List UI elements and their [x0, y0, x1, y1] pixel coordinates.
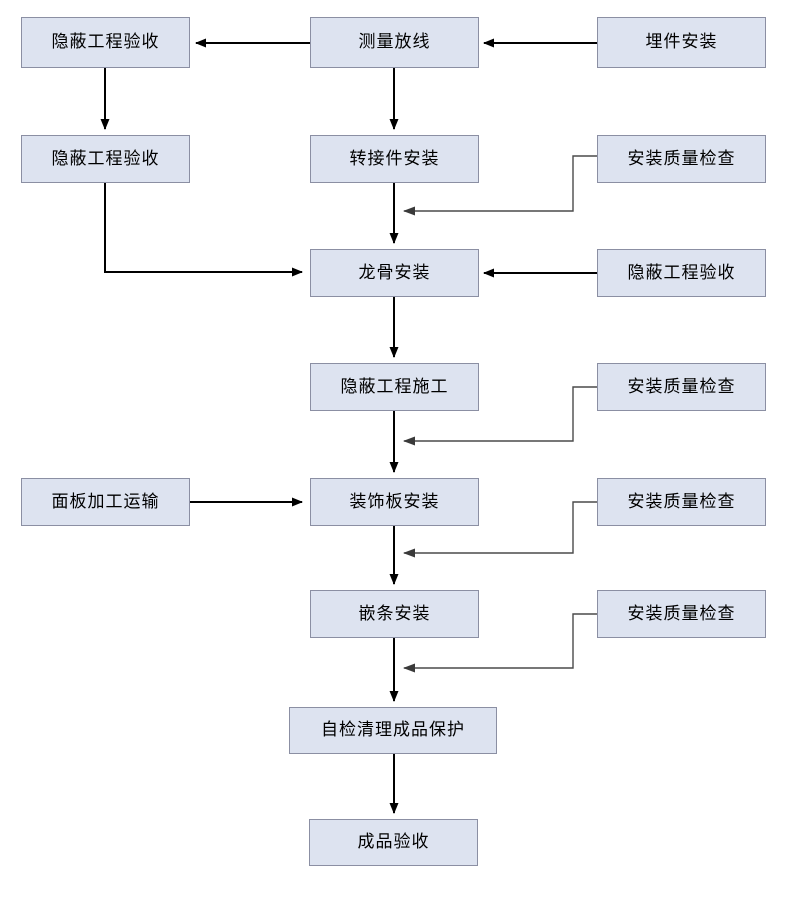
flow-node[interactable]: 安装质量检查 [597, 590, 766, 638]
flow-node-label: 面板加工运输 [51, 491, 160, 512]
flow-node[interactable]: 转接件安装 [310, 135, 479, 183]
flow-node-label: 安装质量检查 [627, 376, 736, 397]
flow-node-label: 成品验收 [357, 832, 430, 852]
flow-node[interactable]: 龙骨安装 [310, 249, 479, 297]
flow-node[interactable]: 安装质量检查 [597, 363, 766, 411]
flow-node-label: 装饰板安装 [349, 491, 440, 512]
flow-node-label: 自检清理成品保护 [321, 720, 465, 740]
flow-node-label: 安装质量检查 [627, 491, 736, 512]
flow-node[interactable]: 成品验收 [309, 819, 478, 866]
flow-node[interactable]: 隐蔽工程验收 [21, 135, 190, 183]
flow-node-label: 测量放线 [358, 32, 431, 52]
flow-node[interactable]: 隐蔽工程验收 [21, 17, 190, 68]
flow-node-label: 隐蔽工程验收 [627, 262, 736, 283]
flow-node[interactable]: 隐蔽工程验收 [597, 249, 766, 297]
flow-node-label: 埋件安装 [645, 32, 718, 52]
flow-node-label: 隐蔽工程验收 [51, 148, 160, 169]
flow-node-label: 安装质量检查 [627, 603, 736, 624]
flow-node[interactable]: 装饰板安装 [310, 478, 479, 526]
flow-node-label: 龙骨安装 [358, 262, 431, 283]
flow-node-label: 隐蔽工程施工 [340, 376, 449, 397]
flow-node[interactable]: 隐蔽工程施工 [310, 363, 479, 411]
flow-node[interactable]: 安装质量检查 [597, 478, 766, 526]
flow-node-label: 隐蔽工程验收 [51, 32, 160, 52]
flow-node[interactable]: 面板加工运输 [21, 478, 190, 526]
flow-node[interactable]: 测量放线 [310, 17, 479, 68]
flow-node-label: 转接件安装 [349, 148, 440, 169]
flow-node-label: 安装质量检查 [627, 148, 736, 169]
flow-edge [104, 183, 303, 277]
flow-node[interactable]: 安装质量检查 [597, 135, 766, 183]
flow-node[interactable]: 自检清理成品保护 [289, 707, 497, 754]
flow-node[interactable]: 埋件安装 [597, 17, 766, 68]
flow-node-label: 嵌条安装 [358, 603, 431, 624]
flow-node[interactable]: 嵌条安装 [310, 590, 479, 638]
